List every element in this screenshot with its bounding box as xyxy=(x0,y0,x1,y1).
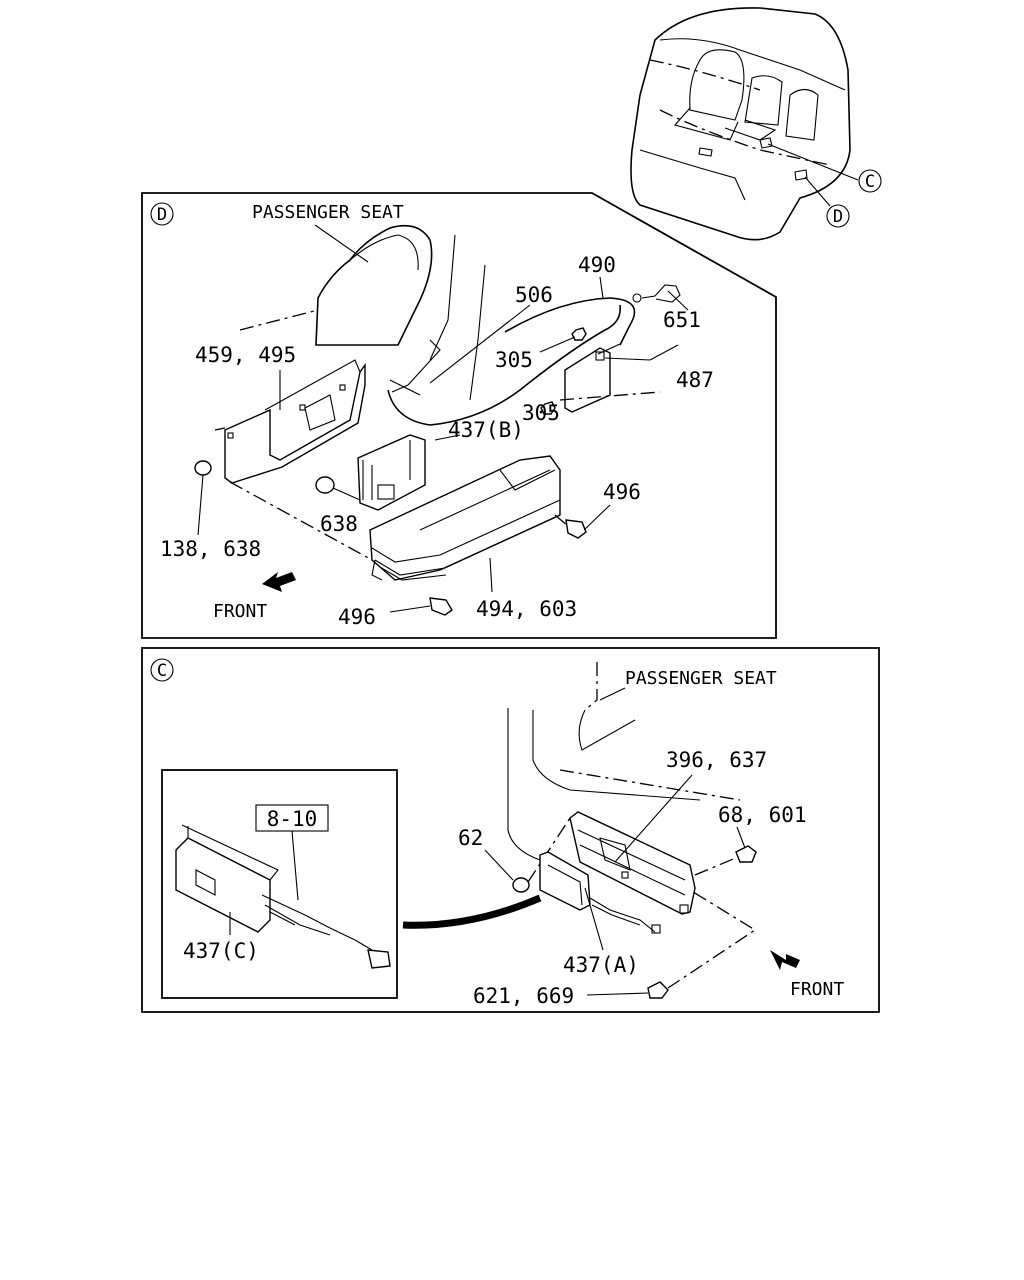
label-490: 490 xyxy=(578,253,616,277)
detail-inset xyxy=(161,769,398,999)
label-passenger-seat-d: PASSENGER SEAT xyxy=(252,202,404,223)
label-305-a: 305 xyxy=(495,348,533,372)
label-138-638: 138, 638 xyxy=(160,537,261,561)
front-arrow-icon-c xyxy=(770,950,800,970)
label-487: 487 xyxy=(676,368,714,392)
front-arrow-icon-d xyxy=(262,572,296,592)
ref-box-8-10: 8-10 xyxy=(267,807,318,831)
label-437b: 437(B) xyxy=(448,418,524,442)
label-437c: 437(C) xyxy=(183,939,259,963)
marker-d: D xyxy=(157,205,167,225)
label-494-603: 494, 603 xyxy=(476,597,577,621)
panel-c: C PASSENGER SEAT 396, 637 68, 601 62 xyxy=(141,647,880,1013)
label-front-c: FRONT xyxy=(790,979,844,1000)
label-459-495: 459, 495 xyxy=(195,343,296,367)
label-496-b: 496 xyxy=(338,605,376,629)
panel-d: D PASSENGER SEAT 506 490 651 487 xyxy=(141,192,777,639)
label-437a: 437(A) xyxy=(563,953,639,977)
marker-c: C xyxy=(157,661,167,681)
label-68-601: 68, 601 xyxy=(718,803,807,827)
label-638: 638 xyxy=(320,512,358,536)
label-506: 506 xyxy=(515,283,553,307)
label-62: 62 xyxy=(458,826,483,850)
cab-overview: C D xyxy=(630,7,882,241)
label-305-b: 305 xyxy=(522,401,560,425)
marker-c-top: C xyxy=(865,172,875,192)
label-496-a: 496 xyxy=(603,480,641,504)
label-396-637: 396, 637 xyxy=(666,748,767,772)
label-621-669: 621, 669 xyxy=(473,984,574,1008)
label-651: 651 xyxy=(663,308,701,332)
label-passenger-seat-c: PASSENGER SEAT xyxy=(625,668,777,689)
label-front-d: FRONT xyxy=(213,601,267,622)
marker-d-top: D xyxy=(833,207,843,227)
